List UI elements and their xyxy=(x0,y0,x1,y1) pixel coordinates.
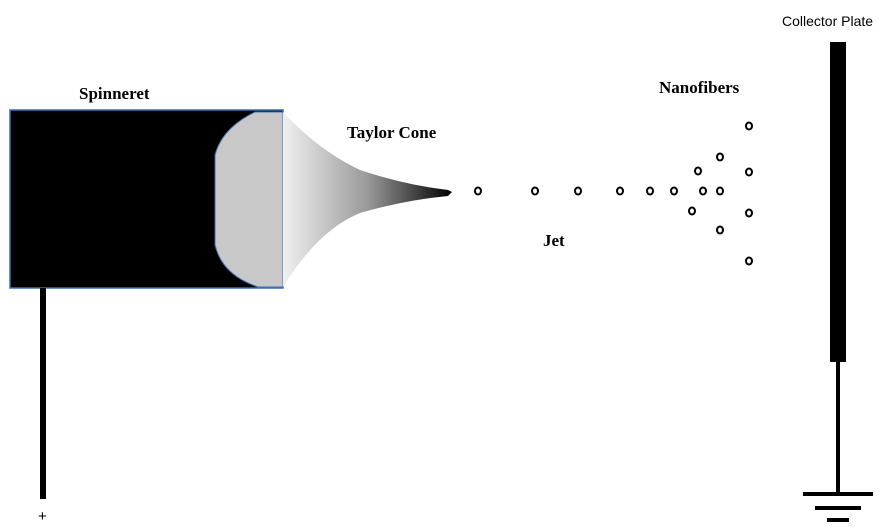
jet-droplets xyxy=(474,186,678,196)
nanofibers-label: Nanofibers xyxy=(659,78,740,97)
spinneret-label: Spinneret xyxy=(79,84,150,103)
taylor-cone xyxy=(283,112,452,287)
collector-plate-label: Collector Plate xyxy=(782,13,873,29)
positive-terminal-label: + xyxy=(38,508,47,525)
jet-label: Jet xyxy=(543,231,565,250)
nanofiber-droplet xyxy=(716,152,724,162)
nanofiber-droplet xyxy=(694,166,702,176)
nanofiber-droplet xyxy=(716,225,724,235)
jet-droplet xyxy=(646,186,654,196)
taylor-cone-label: Taylor Cone xyxy=(347,123,437,142)
jet-droplet xyxy=(670,186,678,196)
nanofiber-droplets xyxy=(688,121,753,266)
spinneret-droplet xyxy=(214,111,284,288)
nanofiber-droplet xyxy=(716,186,724,196)
ground-wire xyxy=(836,362,840,492)
nanofiber-droplet xyxy=(745,208,753,218)
nanofiber-droplet xyxy=(745,256,753,266)
nanofiber-droplet xyxy=(745,167,753,177)
ground-symbol-icon xyxy=(803,492,873,522)
collector-plate xyxy=(830,42,846,362)
nanofiber-droplet xyxy=(688,206,696,216)
nanofiber-droplet xyxy=(699,186,707,196)
jet-droplet xyxy=(531,186,539,196)
jet-droplet xyxy=(474,186,482,196)
positive-wire xyxy=(40,288,46,499)
nanofiber-droplet xyxy=(745,121,753,131)
jet-droplet xyxy=(574,186,582,196)
jet-droplet xyxy=(616,186,624,196)
